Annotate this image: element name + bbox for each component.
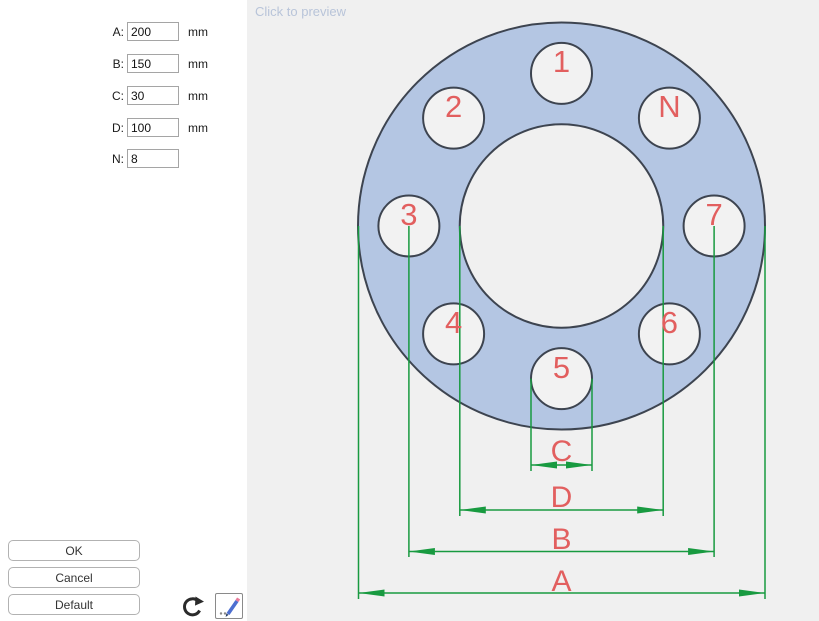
cancel-button[interactable]: Cancel <box>8 567 140 588</box>
bolt-hole-1 <box>530 41 593 105</box>
hole-label-6: 6 <box>661 305 678 340</box>
dimension-lines <box>357 226 766 599</box>
bolt-hole-n <box>637 86 701 150</box>
flange-bore-circle <box>458 123 665 329</box>
hole-label-5: 5 <box>553 350 570 385</box>
bolt-hole-4 <box>422 302 486 366</box>
hole-label-7: 7 <box>705 197 722 232</box>
hole-label-4: 4 <box>445 305 462 340</box>
flange-preview-drawing: 1 2 3 4 5 6 7 N C D B A <box>357 21 766 599</box>
param-row-d: D: mm <box>98 117 208 138</box>
parameters-panel: A: mm B: mm C: mm D: mm N: OK Cancel Def… <box>0 0 247 621</box>
param-input-n[interactable] <box>127 149 179 168</box>
bolt-hole-2 <box>422 86 486 150</box>
preview-area[interactable]: Click to preview <box>247 0 819 621</box>
param-label-b: B: <box>112 56 124 71</box>
dimension-label-d: D <box>551 481 573 514</box>
default-button[interactable]: Default <box>8 594 140 615</box>
hole-label-1: 1 <box>553 44 570 79</box>
param-input-b[interactable] <box>127 54 179 73</box>
param-label-a: A: <box>112 24 124 39</box>
dimension-label-b: B <box>551 523 571 556</box>
ok-button[interactable]: OK <box>8 540 140 561</box>
param-unit-c: mm <box>188 88 208 103</box>
hole-label-3: 3 <box>400 197 417 232</box>
param-label-c: C: <box>112 88 124 103</box>
edit-sketch-button[interactable] <box>215 593 243 619</box>
param-row-c: C: mm <box>98 85 208 106</box>
bolt-hole-6 <box>637 302 701 366</box>
dimension-label-c: C <box>551 435 573 468</box>
param-input-a[interactable] <box>127 22 179 41</box>
param-input-c[interactable] <box>127 86 179 105</box>
param-row-a: A: mm <box>98 21 208 42</box>
hole-label-n: N <box>658 89 680 124</box>
preview-hint-text: Click to preview <box>255 4 347 19</box>
hole-label-2: 2 <box>445 89 462 124</box>
param-input-d[interactable] <box>127 118 179 137</box>
param-row-b: B: mm <box>98 53 208 74</box>
param-unit-a: mm <box>188 24 208 39</box>
param-row-n: N: <box>98 148 188 169</box>
dimension-label-a: A <box>551 565 571 598</box>
param-unit-d: mm <box>188 120 208 135</box>
pencil-edit-icon <box>219 597 241 617</box>
refresh-icon[interactable] <box>181 596 204 619</box>
param-label-n: N: <box>112 151 124 166</box>
param-label-d: D: <box>112 120 124 135</box>
param-unit-b: mm <box>188 56 208 71</box>
